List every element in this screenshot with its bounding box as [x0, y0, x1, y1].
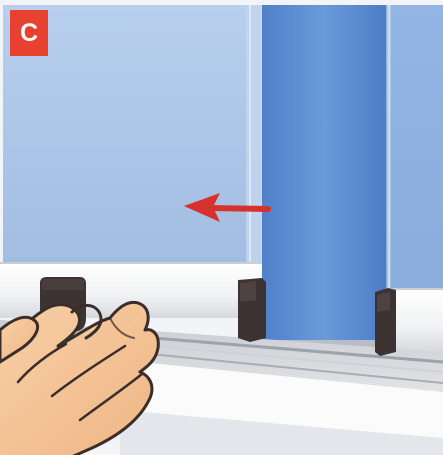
step-badge: C	[10, 10, 48, 56]
glass-panel-right	[386, 5, 443, 288]
glass-panel-left-edge	[246, 5, 264, 263]
end-cap-panel-right-shine	[377, 292, 390, 312]
end-cap-left-handle-top	[42, 279, 84, 290]
glass-gap	[262, 5, 386, 350]
end-cap-panel-left-shine	[240, 281, 256, 302]
